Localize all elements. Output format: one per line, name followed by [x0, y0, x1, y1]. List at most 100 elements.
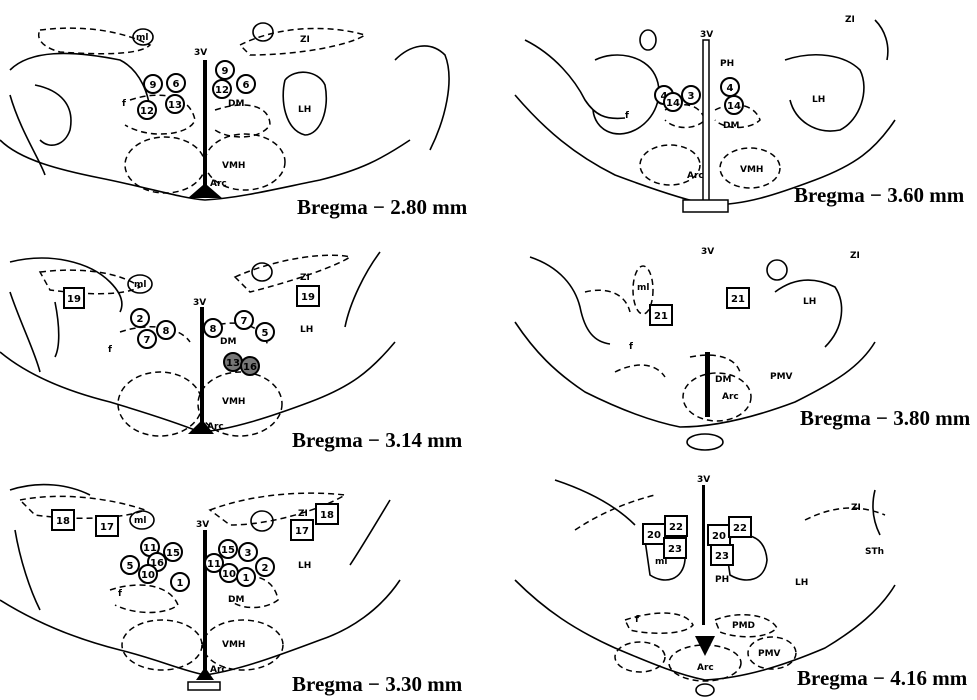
region-label-arc: Arc [687, 171, 704, 181]
injection-site-marker: 3 [239, 543, 257, 561]
brain-section-panel: ZI 3V PH LH DM Arc VMH f 4 14 3 4 14 Bre… [515, 0, 977, 230]
injection-site-marker: 22 [729, 517, 751, 537]
svg-text:21: 21 [731, 294, 745, 305]
region-label-3v: 3V [194, 48, 207, 58]
injection-site-marker: 3 [682, 86, 700, 104]
svg-text:13: 13 [226, 358, 240, 369]
injection-site-marker: 10 [220, 564, 238, 582]
bregma-level-label: Bregma − 4.16 mm [797, 666, 967, 691]
injection-site-marker: 21 [727, 288, 749, 308]
svg-text:19: 19 [301, 292, 315, 303]
injection-site-marker: 23 [664, 538, 686, 558]
region-label-f: f [629, 342, 633, 352]
injection-site-marker: 20 [643, 524, 665, 544]
injection-site-marker: 23 [711, 545, 733, 565]
injection-site-marker: 9 [144, 75, 162, 93]
svg-text:2: 2 [262, 563, 269, 574]
region-label-zi: ZI [300, 273, 310, 283]
bregma-level-label: Bregma − 3.14 mm [292, 428, 462, 453]
svg-text:12: 12 [215, 85, 229, 96]
svg-text:1: 1 [243, 573, 250, 584]
bregma-level-label: Bregma − 2.80 mm [297, 195, 467, 220]
svg-text:20: 20 [647, 530, 661, 541]
region-label-dm: DM [228, 99, 244, 109]
region-label-3v: 3V [700, 30, 713, 40]
svg-text:22: 22 [669, 522, 683, 533]
injection-site-marker: 18 [52, 510, 74, 530]
svg-text:14: 14 [727, 101, 741, 112]
region-label-arc: Arc [697, 663, 714, 673]
region-label-zi: ZI [298, 509, 308, 519]
injection-site-marker: 13 [224, 353, 242, 371]
region-label-vmh: VMH [222, 161, 245, 171]
region-label-sth: STh [865, 547, 884, 557]
svg-text:3: 3 [688, 91, 695, 102]
injection-site-marker: 5 [256, 323, 274, 341]
injection-site-marker: 16 [241, 357, 259, 375]
injection-site-marker: 17 [96, 516, 118, 536]
injection-site-marker: 6 [237, 75, 255, 93]
svg-text:15: 15 [221, 545, 235, 556]
region-label-ph: PH [720, 59, 734, 69]
region-label-f: f [635, 615, 639, 625]
injection-site-marker: 5 [121, 556, 139, 574]
region-label-lh: LH [812, 95, 825, 105]
brain-section-panel: ZI 3V ml LH DM PMV Arc f 21 21 Bregma − … [515, 232, 977, 462]
injection-site-marker: 14 [664, 93, 682, 111]
region-label-lh: LH [298, 561, 311, 571]
svg-text:22: 22 [733, 523, 747, 534]
svg-text:1: 1 [177, 578, 184, 589]
region-label-f: f [108, 345, 112, 355]
svg-text:11: 11 [207, 559, 221, 570]
region-label-vmh: VMH [740, 165, 763, 175]
region-label-3v: 3V [196, 520, 209, 530]
svg-text:18: 18 [320, 510, 334, 521]
svg-text:6: 6 [173, 79, 180, 90]
svg-text:19: 19 [67, 294, 81, 305]
injection-site-marker: 1 [237, 568, 255, 586]
svg-text:7: 7 [241, 316, 248, 327]
injection-site-marker: 2 [256, 558, 274, 576]
region-label-lh: LH [803, 297, 816, 307]
svg-text:23: 23 [715, 551, 729, 562]
injection-site-marker: 17 [291, 520, 313, 540]
injection-site-marker: 19 [64, 288, 84, 308]
bregma-level-label: Bregma − 3.30 mm [292, 672, 462, 697]
region-label-dm: DM [723, 121, 739, 131]
bregma-level-label: Bregma − 3.60 mm [794, 183, 964, 208]
region-label-pmv: PMV [770, 372, 793, 382]
region-label-arc: Arc [207, 422, 224, 432]
svg-text:18: 18 [56, 516, 70, 527]
injection-site-marker: 15 [219, 540, 237, 558]
injection-site-marker: 7 [138, 330, 156, 348]
svg-text:6: 6 [243, 80, 250, 91]
region-label-ml: ml [134, 516, 146, 526]
svg-text:8: 8 [163, 326, 170, 337]
region-label-zi: ZI [851, 503, 861, 513]
svg-text:10: 10 [141, 570, 155, 581]
region-label-ml: ml [136, 33, 148, 43]
svg-text:16: 16 [243, 362, 257, 373]
injection-site-marker: 9 [216, 61, 234, 79]
injection-site-marker: 10 [139, 565, 157, 583]
injection-site-marker: 13 [166, 95, 184, 113]
region-label-arc: Arc [210, 665, 227, 675]
region-label-dm: DM [228, 595, 244, 605]
injection-site-marker: 20 [708, 525, 730, 545]
svg-text:20: 20 [712, 531, 726, 542]
injection-site-marker: 8 [157, 321, 175, 339]
svg-text:17: 17 [100, 522, 114, 533]
region-label-f: f [118, 589, 122, 599]
svg-text:4: 4 [727, 83, 734, 94]
region-label-3v: 3V [701, 247, 714, 257]
injection-site-marker: 19 [297, 286, 319, 306]
svg-text:23: 23 [668, 544, 682, 555]
region-label-lh: LH [795, 578, 808, 588]
region-label-zi: ZI [845, 15, 855, 25]
svg-text:5: 5 [127, 561, 134, 572]
region-label-ml: ml [134, 280, 146, 290]
region-label-vmh: VMH [222, 397, 245, 407]
brain-section-panel: ml ZI 3V LH DM VMH Arc f 19 2 8 7 8 7 5 … [0, 232, 480, 462]
region-label-ml: ml [637, 283, 649, 293]
region-label-lh: LH [298, 105, 311, 115]
